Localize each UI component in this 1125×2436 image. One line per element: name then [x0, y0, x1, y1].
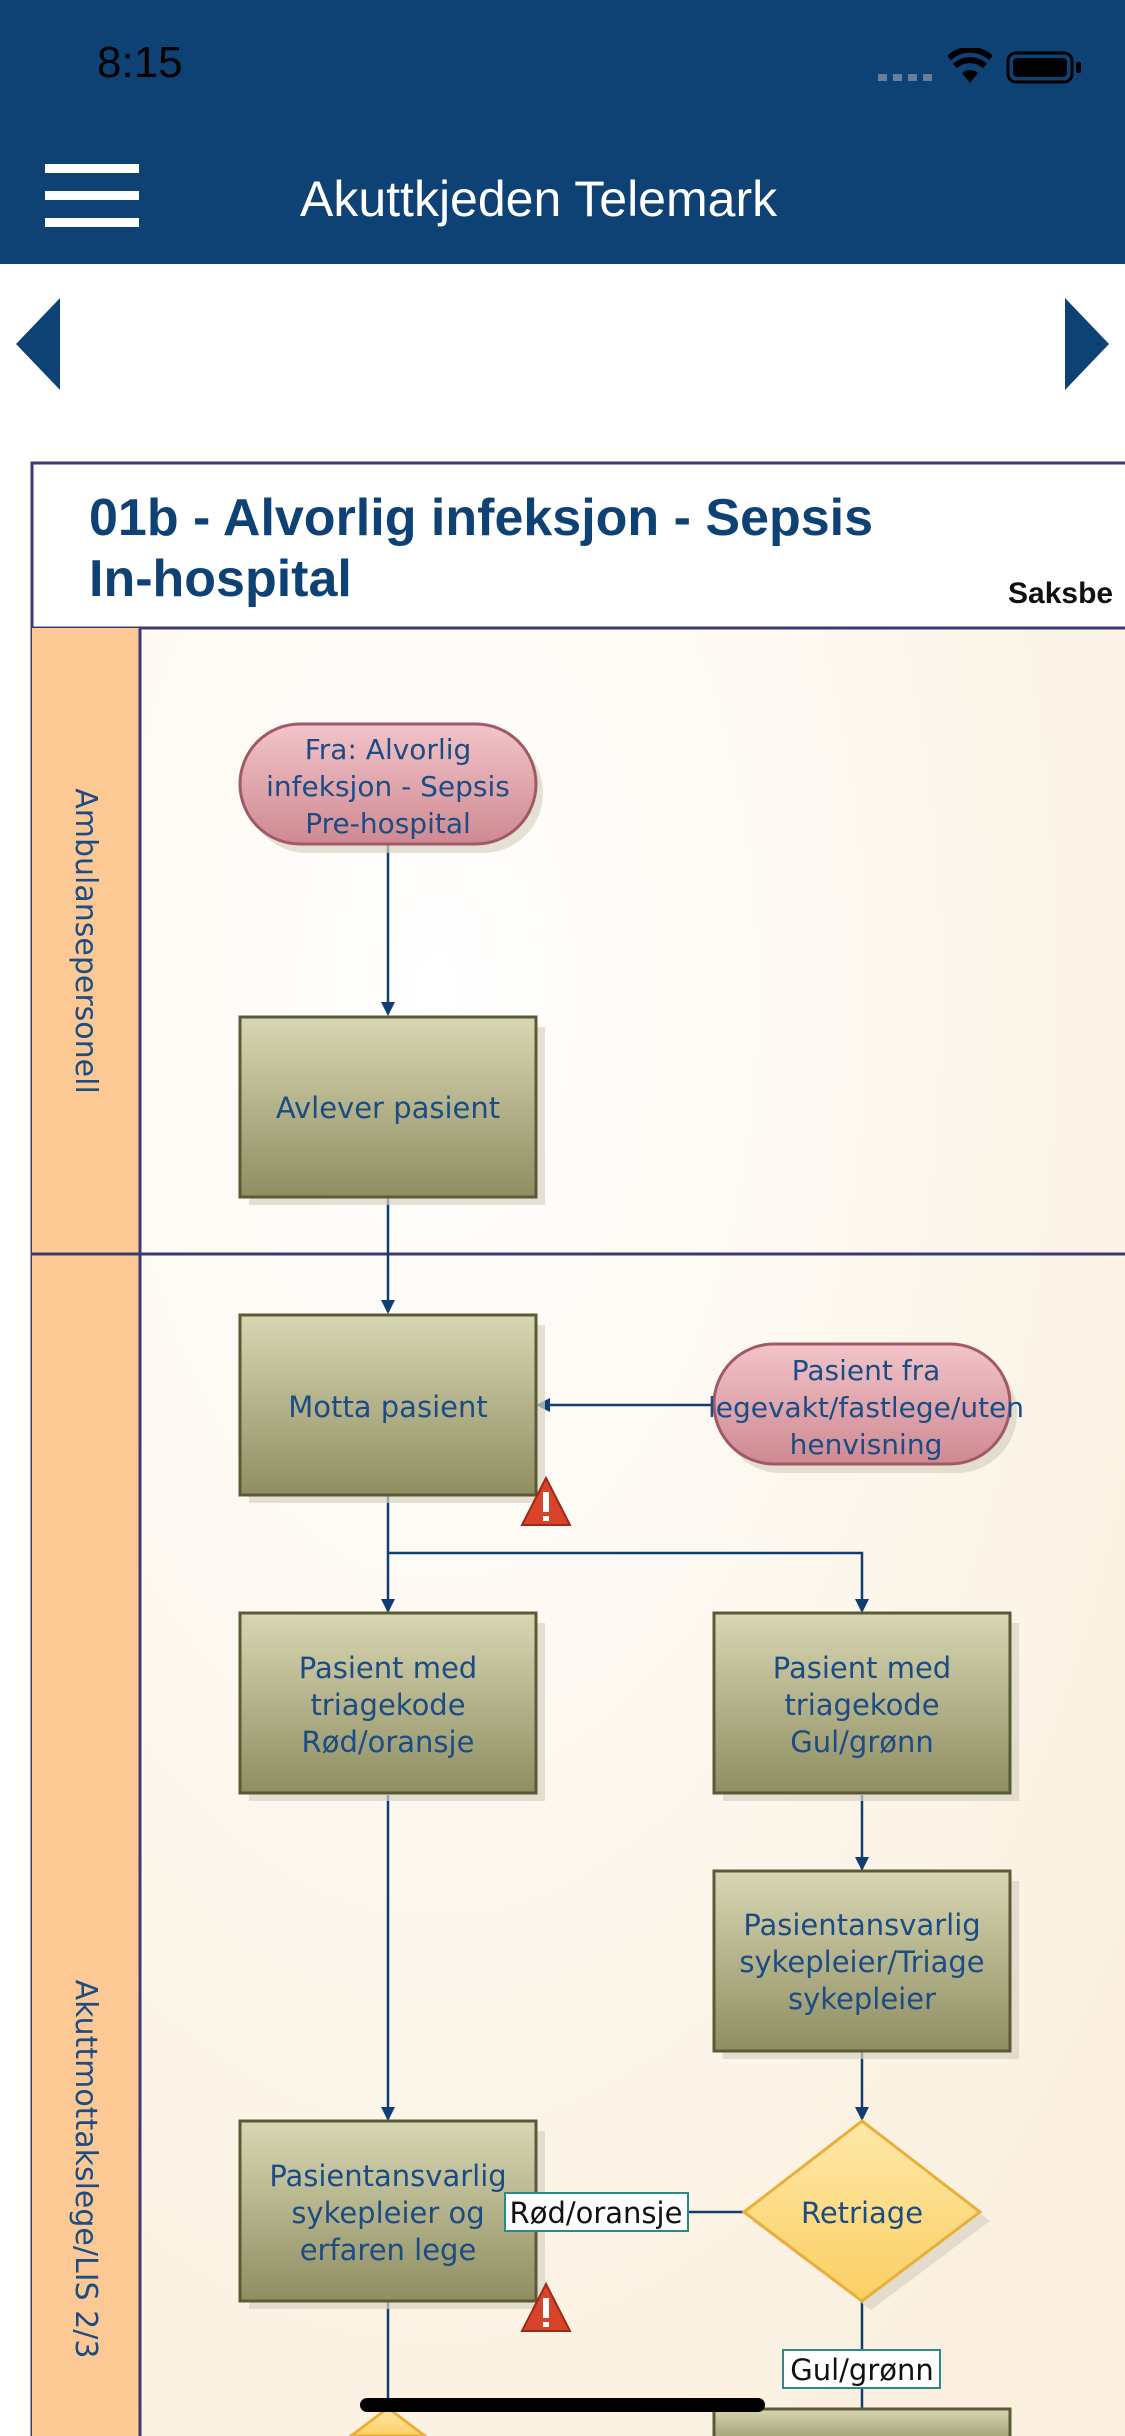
- navigation-bar: [0, 264, 1125, 424]
- node-line: Pasient med: [773, 1651, 951, 1685]
- node-deliver-patient[interactable]: Avlever pasient: [238, 1015, 545, 1205]
- corner-label: Saksbe: [1008, 577, 1113, 610]
- node-line: Pre-hospital: [305, 807, 471, 840]
- node-triage-red[interactable]: Pasient med triagekode Rød/oransje: [238, 1611, 545, 1801]
- node-line: sykepleier og: [291, 2196, 484, 2230]
- node-line: legevakt/fastlege/uten: [708, 1391, 1024, 1424]
- node-nurse-doctor[interactable]: Pasientansvarlig sykepleier og erfaren l…: [238, 2119, 545, 2309]
- warning-icon[interactable]: [520, 1475, 572, 1526]
- warning-icon[interactable]: [520, 2281, 572, 2332]
- edge-label-red-orange: Rød/oransje: [504, 2192, 689, 2232]
- node-line: Gul/grønn: [790, 1725, 934, 1759]
- menu-icon: [45, 164, 139, 227]
- node-line: Retriage: [801, 2196, 923, 2230]
- node-line: triagekode: [310, 1688, 465, 1722]
- node-from-prehospital[interactable]: Fra: Alvorlig infeksjon - Sepsis Pre-hos…: [238, 722, 543, 853]
- lane-label-ambulance: Ambulansepersonell: [68, 788, 103, 1094]
- node-line: Rød/oransje: [302, 1725, 475, 1759]
- menu-button[interactable]: [45, 162, 139, 228]
- node-line: sykepleier: [788, 1982, 936, 2016]
- signal-icon: [878, 74, 932, 81]
- node-line: Pasientansvarlig: [743, 1908, 980, 1942]
- status-time: 8:15: [97, 38, 183, 87]
- edge-label-yellow-green: Gul/grønn: [782, 2349, 941, 2389]
- edge-label-text: Gul/grønn: [790, 2353, 934, 2387]
- edge-label-text: Rød/oransje: [510, 2196, 683, 2230]
- arrow-right-icon[interactable]: [1063, 296, 1111, 392]
- app-header: 8:15 Akuttkjeden Telemark: [0, 0, 1125, 264]
- decision-partial: [348, 2406, 428, 2436]
- node-line: sykepleier/Triage: [739, 1945, 984, 1979]
- node-line: henvisning: [790, 1428, 943, 1461]
- node-retriage[interactable]: Retriage: [741, 2119, 990, 2310]
- home-indicator: [360, 2398, 765, 2412]
- lane-label-emergency: Akuttmottakslege/LIS 2/3: [68, 1980, 103, 2359]
- diagram-title-line-1: 01b - Alvorlig infeksjon - Sepsis: [89, 489, 873, 547]
- diagram-title-line-2: In-hospital: [89, 550, 352, 608]
- app-title: Akuttkjeden Telemark: [300, 171, 778, 227]
- node-patient-from[interactable]: Pasient fra legevakt/fastlege/uten henvi…: [708, 1342, 1024, 1473]
- node-line: Fra: Alvorlig: [305, 733, 472, 766]
- node-receive-patient[interactable]: Motta pasient: [238, 1313, 545, 1503]
- arrow-left-icon[interactable]: [14, 296, 62, 392]
- node-line: infeksjon - Sepsis: [266, 770, 510, 803]
- node-line: Motta pasient: [288, 1390, 487, 1424]
- node-line: Avlever pasient: [276, 1091, 500, 1125]
- lane-header-column: [32, 628, 140, 2436]
- process-partial: [712, 2407, 1012, 2436]
- node-line: Pasient med: [299, 1651, 477, 1685]
- node-triage-yellow[interactable]: Pasient med triagekode Gul/grønn: [712, 1611, 1019, 1801]
- node-line: triagekode: [784, 1688, 939, 1722]
- node-line: Pasient fra: [792, 1354, 941, 1387]
- node-line: erfaren lege: [300, 2233, 477, 2267]
- node-nurse-triage[interactable]: Pasientansvarlig sykepleier/Triage sykep…: [712, 1869, 1019, 2059]
- wifi-icon: [948, 48, 992, 83]
- battery-icon: [1006, 51, 1081, 84]
- node-line: Pasientansvarlig: [269, 2159, 506, 2193]
